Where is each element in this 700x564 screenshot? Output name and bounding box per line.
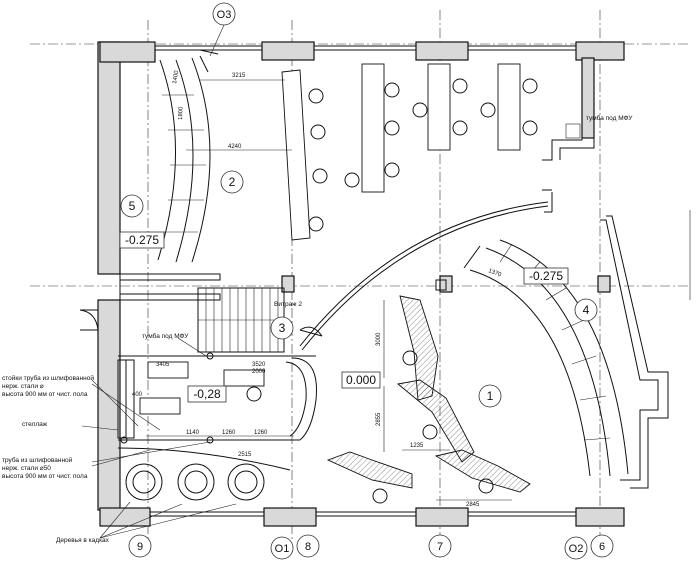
label-stand-3: высота 900 мм от чист. пола	[2, 391, 88, 398]
dim-1140: 1140	[186, 430, 200, 436]
dim-400: 400	[132, 392, 143, 398]
axis-label-9: 9	[137, 541, 143, 553]
axis-bubbles	[119, 2, 614, 560]
left-partition	[119, 273, 221, 301]
dim-1260-b: 1260	[254, 430, 268, 436]
dim-1260-a: 1260	[222, 430, 236, 436]
axis-label-7: 7	[437, 541, 443, 553]
level-right: -0.275	[529, 269, 563, 283]
walls	[97, 41, 625, 527]
dim-3520: 3520	[252, 362, 266, 368]
dim-3405: 3405	[156, 362, 170, 368]
level-lower-left: -0,28	[193, 387, 221, 401]
level-marks: -0.275 -0.275 0.000 -0,28	[125, 233, 563, 401]
dim-1400: 1400	[172, 70, 180, 85]
label-shelf: стеллаж	[22, 421, 48, 428]
label-pipe-2: нерж. стали ⌀50	[2, 465, 51, 472]
glass-arc-inner	[301, 205, 549, 351]
room-number-2: 2	[229, 175, 236, 189]
left-door	[79, 309, 99, 331]
room-numbers: 2 5 3 1 4	[129, 175, 590, 403]
dim-2845: 2845	[466, 502, 480, 508]
dimension-labels: 3215 4240 3000 2855 1235 2845 3520 3405 …	[132, 70, 503, 508]
label-mfu-mid: тумба под МФУ	[142, 332, 189, 340]
axis-labels: О3 9 О1 8 7 О2 6	[137, 9, 605, 555]
room-number-5: 5	[129, 199, 136, 213]
dim-2515: 2515	[238, 452, 252, 458]
dim-3000: 3000	[376, 332, 382, 346]
tree-planters	[117, 447, 291, 501]
level-center: 0.000	[346, 373, 376, 387]
dim-2000: 2000	[252, 369, 266, 375]
axis-label-8: 8	[305, 541, 311, 553]
label-vitrazh: Витраж 2	[274, 301, 302, 308]
dim-2855: 2855	[376, 412, 382, 426]
dim-3215: 3215	[232, 73, 246, 79]
dim-1235: 1235	[410, 443, 424, 449]
glass-arc	[299, 201, 549, 347]
leader-lines	[81, 337, 237, 539]
level-left: -0.275	[125, 233, 159, 247]
dim-4240: 4240	[228, 144, 242, 150]
room-number-1: 1	[487, 389, 494, 403]
room1-furniture	[326, 279, 531, 504]
axis-label-O3: О3	[217, 9, 232, 21]
label-mfu-top: тумба под МФУ	[586, 114, 633, 122]
left-curved-desk	[157, 49, 219, 263]
label-pipe-3: высота 900 мм от чист. пола	[2, 473, 88, 480]
windows	[150, 45, 576, 517]
axis-label-6: 6	[599, 541, 605, 553]
label-pipe-1: труба из шлифованной	[2, 456, 73, 464]
room-number-3: 3	[279, 321, 286, 335]
axis-label-O2: О2	[569, 543, 584, 555]
label-stand-1: стойки труба из шлифованной	[2, 374, 94, 382]
label-stand-2: нерж. стали ⌀	[2, 383, 44, 390]
axis-label-O1: О1	[275, 543, 290, 555]
dim-1370: 1370	[487, 268, 502, 278]
room-number-4: 4	[583, 303, 590, 317]
label-trees: Деревья в кадках	[56, 537, 110, 544]
top-desks	[281, 63, 538, 241]
annotations: тумба под МФУ тумба под МФУ Витраж 2 сто…	[2, 114, 633, 544]
top-dimensions	[186, 79, 292, 151]
right-stepped-wall	[542, 60, 691, 489]
lower-left-room	[117, 352, 317, 444]
dim-1800: 1800	[178, 106, 184, 120]
